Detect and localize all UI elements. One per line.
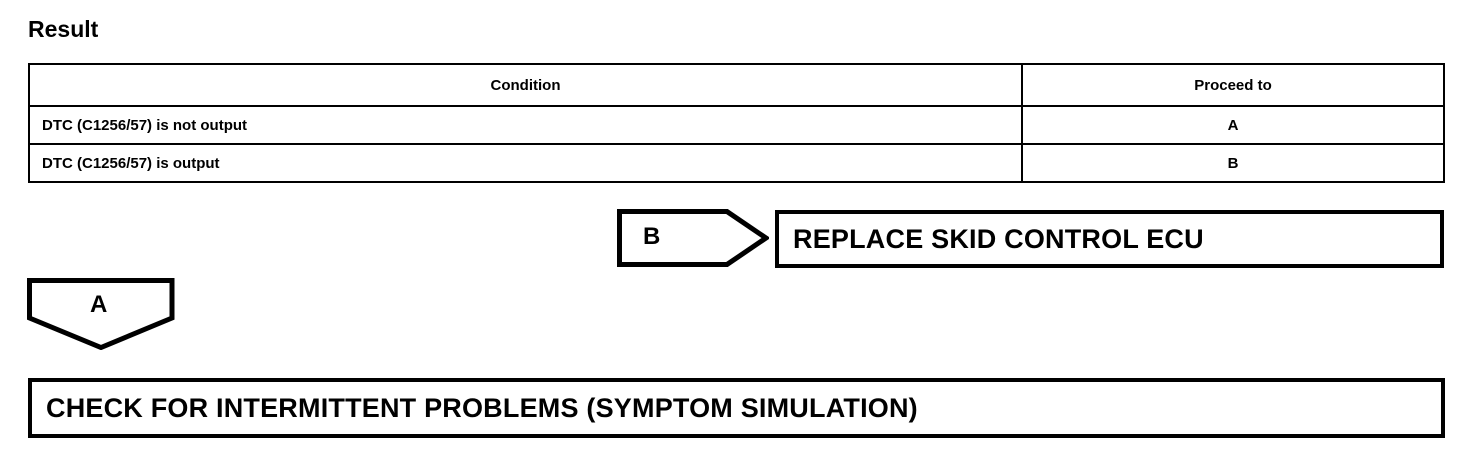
connector-a-pentagon: A (27, 278, 175, 350)
page-title: Result (28, 16, 99, 42)
replace-skid-control-ecu-label: REPLACE SKID CONTROL ECU (793, 223, 1204, 254)
replace-skid-control-ecu-box: REPLACE SKID CONTROL ECU (775, 210, 1444, 268)
pentagon-down-icon (27, 278, 175, 350)
cell-condition: DTC (C1256/57) is not output (28, 105, 1023, 145)
cell-proceed-to: B (1021, 143, 1445, 183)
table-row: DTC (C1256/57) is not output A (28, 105, 1445, 145)
table-row: DTC (C1256/57) is output B (28, 143, 1445, 183)
column-header-condition: Condition (28, 63, 1023, 107)
cell-proceed-to: A (1021, 105, 1445, 145)
table-header-row: Condition Proceed to (28, 63, 1445, 107)
result-table: Condition Proceed to DTC (C1256/57) is n… (28, 63, 1445, 183)
connector-b-label: B (643, 223, 661, 250)
connector-a-label: A (90, 291, 108, 318)
cell-condition: DTC (C1256/57) is output (28, 143, 1023, 183)
column-header-proceed-to: Proceed to (1021, 63, 1445, 107)
check-intermittent-problems-label: CHECK FOR INTERMITTENT PROBLEMS (SYMPTOM… (46, 392, 918, 423)
pentagon-right-icon (617, 209, 769, 267)
connector-b-pentagon: B (617, 209, 769, 267)
check-intermittent-problems-box: CHECK FOR INTERMITTENT PROBLEMS (SYMPTOM… (28, 378, 1445, 438)
